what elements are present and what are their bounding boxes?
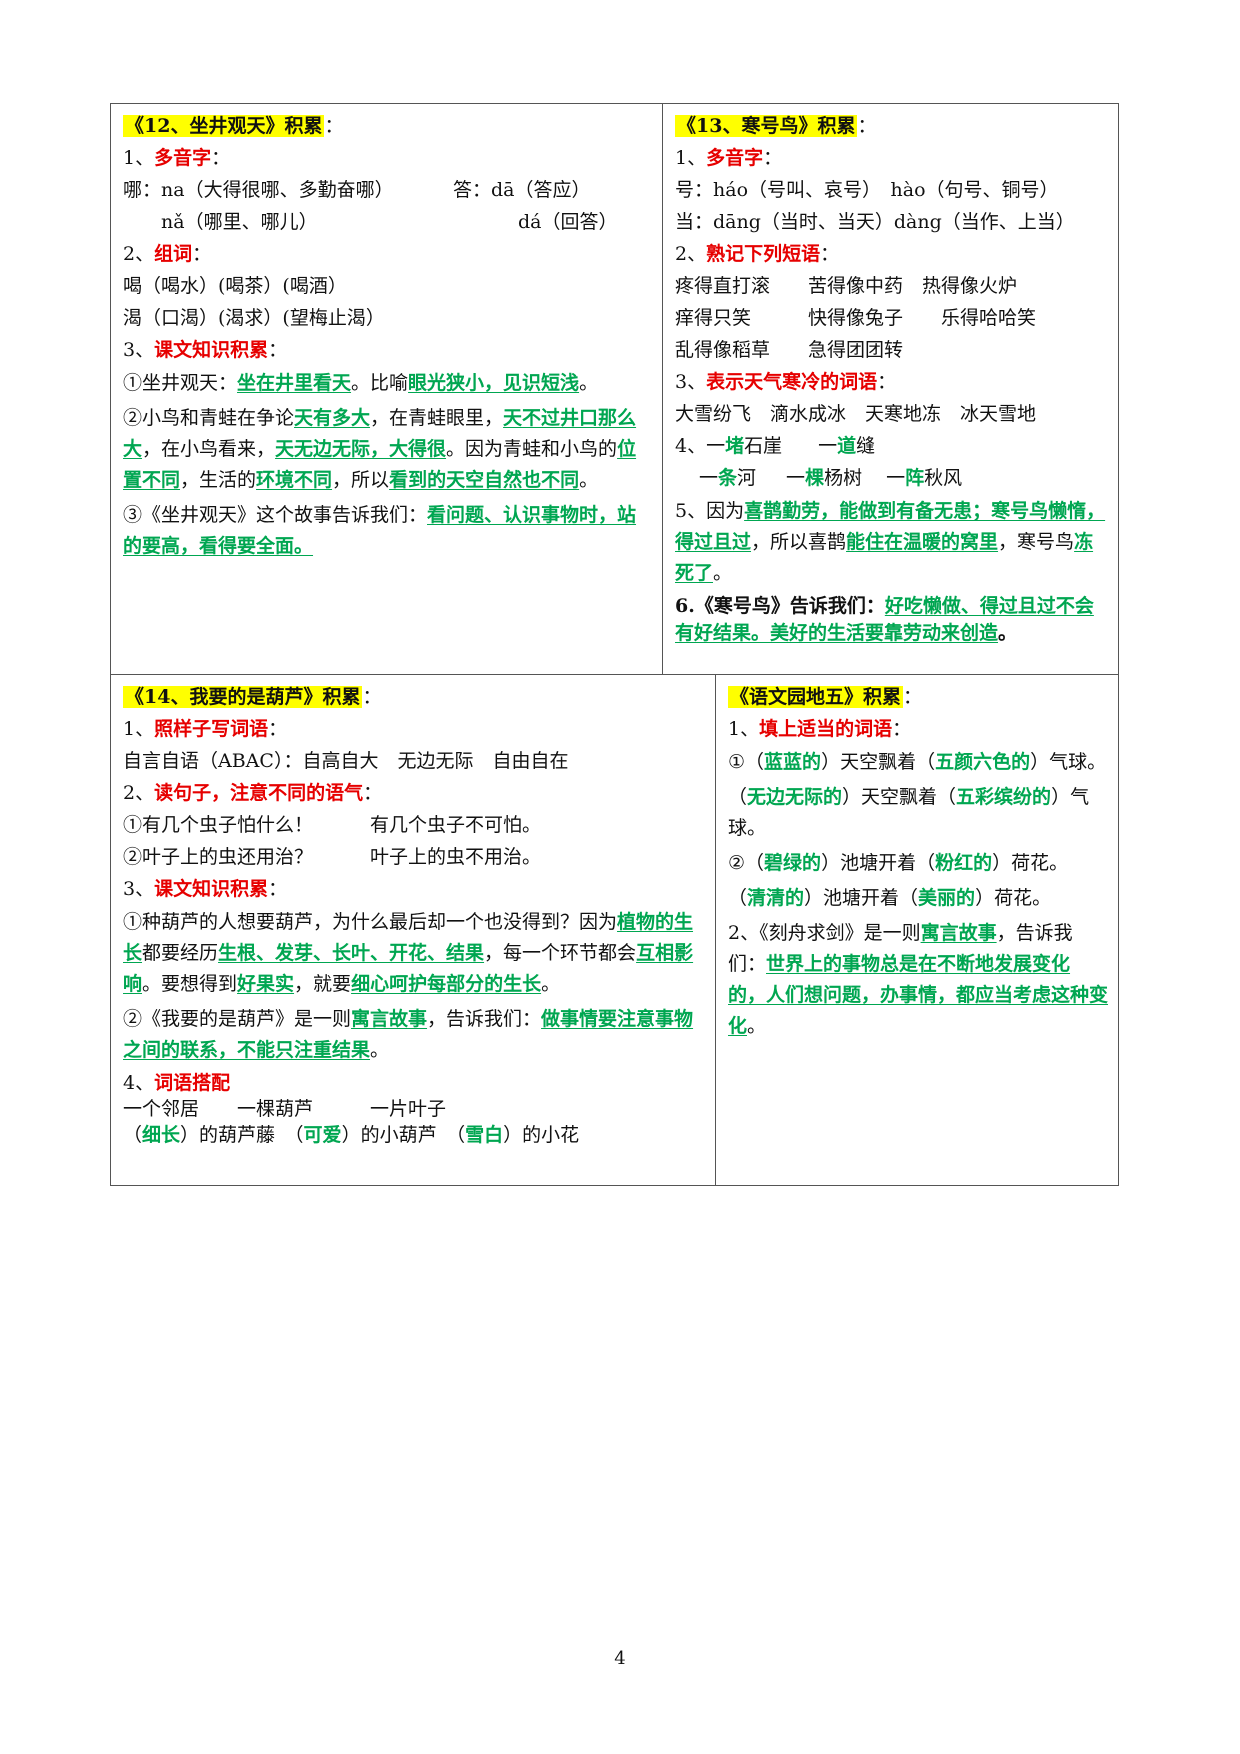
phrase-row-1: 疼得直打滚 苦得像中药 热得像火炉 bbox=[675, 275, 1018, 297]
tone-row-2: ②叶子上的虫还用治？ 叶子上的虫不用治。 bbox=[123, 846, 542, 868]
fill-row-1: ①（蓝蓝的）天空飘着（五颜六色的）气球。 bbox=[728, 751, 1107, 773]
lesson-12-title: 《12、坐井观天》积累 bbox=[123, 115, 325, 137]
lesson-14-section-3: 3、课文知识积累： bbox=[123, 878, 288, 900]
lesson-12-para-3: ③《坐井观天》这个故事告诉我们：看问题、认识事物时，站的要高，看得要全面。 bbox=[123, 504, 637, 557]
abac-words: 自言自语（ABAC）：自高自大 无边无际 自由自在 bbox=[123, 750, 569, 772]
lesson-12-heading: 《12、坐井观天》积累： bbox=[123, 115, 344, 137]
tone-row-1: ①有几个虫子怕什么！ 有几个虫子不可怕。 bbox=[123, 814, 542, 836]
measure-row-1: 4、一堵石崖一道缝 bbox=[675, 435, 876, 457]
word-group-ke: 渴（口渴）(渴求）(望梅止渴） bbox=[123, 307, 385, 329]
lesson-13-section-3: 3、表示天气寒冷的词语： bbox=[675, 371, 897, 393]
phrase-row-3: 乱得像稻草 急得团团转 bbox=[675, 339, 904, 361]
lesson-14-para-2: ②《我要的是葫芦》是一则寓言故事，告诉我们：做事情要注意事物之间的联系，不能只注… bbox=[123, 1008, 694, 1061]
yuandi-para-2: 2、《刻舟求剑》是一则寓言故事，告诉我们：世界上的事物总是在不断地发展变化的，人… bbox=[728, 922, 1109, 1037]
cell-lesson-13: 《13、寒号鸟》积累： 1、多音字： 号：háo（号叫、哀号） hào（句号、铜… bbox=[662, 103, 1119, 675]
lesson-13-para-5: 5、因为喜鹊勤劳，能做到有备无患；寒号鸟懒惰，得过且过，所以喜鹊能住在温暖的窝里… bbox=[675, 500, 1106, 584]
fill-row-3: ②（碧绿的）池塘开着（粉红的）荷花。 bbox=[728, 852, 1069, 874]
word-group-he: 喝（喝水）(喝茶）(喝酒） bbox=[123, 275, 347, 297]
lesson-14-section-2: 2、读句子，注意不同的语气： bbox=[123, 782, 383, 804]
lesson-13-title: 《13、寒号鸟》积累 bbox=[675, 115, 858, 137]
lesson-14-para-1: ①种葫芦的人想要葫芦，为什么最后却一个也没得到？因为植物的生长都要经历生根、发芽… bbox=[123, 911, 694, 995]
lesson-13-heading: 《13、寒号鸟》积累： bbox=[675, 115, 877, 137]
lesson-12-para-1: ①坐井观天：坐在井里看天。比喻眼光狭小，见识短浅。 bbox=[123, 372, 599, 394]
cell-yuwen-yuandi-5: 《语文园地五》积累： 1、填上适当的词语： ①（蓝蓝的）天空飘着（五颜六色的）气… bbox=[715, 674, 1119, 1186]
phrase-row-2: 痒得只笑 快得像兔子 乐得哈哈笑 bbox=[675, 307, 1037, 329]
measure-row-2: 一条河一棵杨树一阵秋风 bbox=[699, 467, 963, 489]
lesson-14-section-4: 4、词语搭配 bbox=[123, 1072, 231, 1094]
lesson-14-section-1: 1、照样子写词语： bbox=[123, 718, 288, 740]
fill-row-4: （清清的）池塘开着（美丽的）荷花。 bbox=[728, 887, 1052, 909]
lesson-13-section-1: 1、多音字： bbox=[675, 147, 783, 169]
lesson-12-section-1: 1、多音字： bbox=[123, 147, 231, 169]
polyphone-na-row-1: 哪：na（大得很哪、多勤奋哪）答：dā（答应） bbox=[123, 179, 591, 201]
polyphone-hao: 号：háo（号叫、哀号） hào（句号、铜号） bbox=[675, 179, 1059, 201]
lesson-13-section-2: 2、熟记下列短语： bbox=[675, 243, 840, 265]
lesson-12-para-2: ②小鸟和青蛙在争论天有多大，在青蛙眼里，天不过井口那么大，在小鸟看来，天无边无际… bbox=[123, 407, 637, 491]
yuandi-heading: 《语文园地五》积累： bbox=[728, 686, 923, 708]
page-number: 4 bbox=[614, 1648, 626, 1669]
lesson-12-section-2: 2、组词： bbox=[123, 243, 212, 265]
yuandi-section-1: 1、填上适当的词语： bbox=[728, 718, 912, 740]
cell-lesson-12: 《12、坐井观天》积累： 1、多音字： 哪：na（大得很哪、多勤奋哪）答：dā（… bbox=[110, 103, 663, 675]
lesson-14-heading: 《14、我要的是葫芦》积累： bbox=[123, 686, 382, 708]
collocation-row-1: 一个邻居 一棵葫芦 一片叶子 bbox=[123, 1098, 447, 1120]
lesson-13-para-6: 6.《寒号鸟》告诉我们：好吃懒做、得过且过不会有好结果。美好的生活要靠劳动来创造… bbox=[675, 595, 1094, 644]
lesson-14-title: 《14、我要的是葫芦》积累 bbox=[123, 686, 363, 708]
collocation-row-2: （细长）的葫芦藤 （可爱）的小葫芦 （雪白）的小花 bbox=[123, 1124, 580, 1146]
cell-lesson-14: 《14、我要的是葫芦》积累： 1、照样子写词语： 自言自语（ABAC）：自高自大… bbox=[110, 674, 716, 1186]
polyphone-dang: 当：dāng（当时、当天）dàng（当作、上当） bbox=[675, 211, 1075, 233]
cold-words: 大雪纷飞 滴水成冰 天寒地冻 冰天雪地 bbox=[675, 403, 1037, 425]
lesson-12-section-3: 3、课文知识积累： bbox=[123, 339, 288, 361]
polyphone-na-row-2: nǎ（哪里、哪儿）dá（回答） bbox=[161, 211, 618, 233]
yuandi-title: 《语文园地五》积累 bbox=[728, 686, 904, 708]
fill-row-2: （无边无际的）天空飘着（五彩缤纷的）气球。 bbox=[728, 786, 1090, 839]
